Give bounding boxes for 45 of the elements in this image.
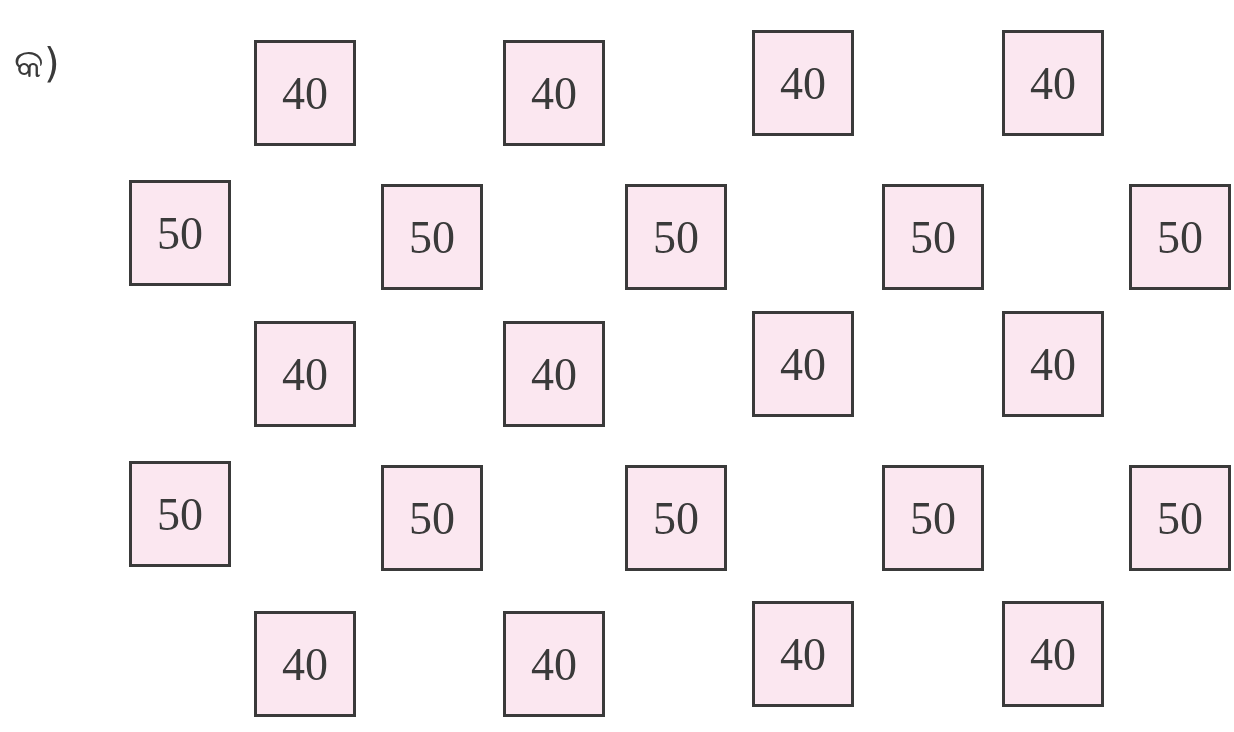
number-text: 50 [910, 210, 956, 264]
number-card [752, 311, 854, 417]
number-card [503, 611, 605, 717]
number-text: 40 [531, 66, 577, 120]
number-card [254, 321, 356, 427]
number-text: 40 [282, 66, 328, 120]
number-card [254, 40, 356, 146]
number-text: 50 [910, 491, 956, 545]
number-card [1002, 30, 1104, 136]
number-text: 40 [282, 637, 328, 691]
number-card [1002, 311, 1104, 417]
question-label: କ) [14, 40, 60, 87]
number-text: 50 [653, 210, 699, 264]
number-card [1129, 184, 1231, 290]
number-text: 40 [282, 347, 328, 401]
number-card [254, 611, 356, 717]
number-text: 40 [1030, 337, 1076, 391]
number-card [625, 465, 727, 571]
number-card [1129, 465, 1231, 571]
number-card [503, 40, 605, 146]
number-card [381, 465, 483, 571]
number-text: 50 [157, 487, 203, 541]
number-card [1002, 601, 1104, 707]
number-card [752, 601, 854, 707]
number-text: 40 [531, 637, 577, 691]
number-text: 40 [1030, 627, 1076, 681]
number-card [882, 184, 984, 290]
number-card [129, 461, 231, 567]
number-text: 50 [653, 491, 699, 545]
number-text: 40 [780, 337, 826, 391]
number-text: 50 [409, 210, 455, 264]
number-card [381, 184, 483, 290]
number-card [129, 180, 231, 286]
number-card [752, 30, 854, 136]
number-text: 40 [780, 56, 826, 110]
number-card [882, 465, 984, 571]
number-text: 50 [1157, 491, 1203, 545]
number-text: 40 [531, 347, 577, 401]
number-card [625, 184, 727, 290]
number-text: 40 [780, 627, 826, 681]
number-text: 50 [1157, 210, 1203, 264]
number-card [503, 321, 605, 427]
number-text: 50 [409, 491, 455, 545]
number-text: 40 [1030, 56, 1076, 110]
number-text: 50 [157, 206, 203, 260]
